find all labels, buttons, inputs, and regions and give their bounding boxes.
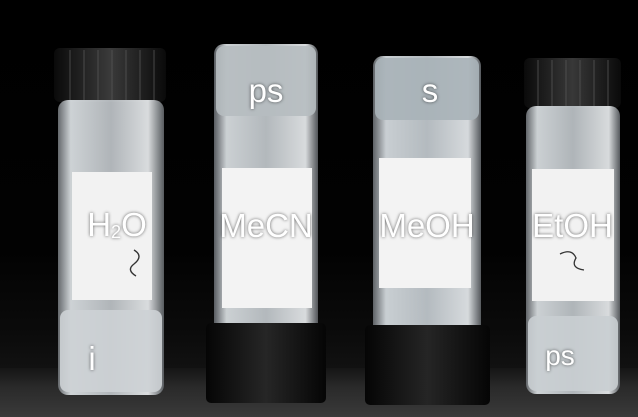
vial-methanol (365, 50, 490, 410)
vial-1-state-label: i (88, 340, 96, 377)
vial-2-state-label: ps (248, 72, 284, 109)
vial-3-state-label: s (421, 72, 439, 109)
vial-4-solvent-label: EtOH (532, 207, 613, 244)
vial-ethanol (520, 54, 625, 399)
vial-1-solvent-main: H (87, 206, 112, 243)
vial-1-solvent-tail: O (121, 206, 147, 243)
vial-water (50, 40, 176, 400)
vial-acetonitrile (206, 38, 326, 408)
vial-1-solvent-subscript: 2 (111, 221, 122, 242)
vial-2-solvent-label: MeCN (219, 207, 313, 244)
vial-4-state-label: ps (545, 340, 575, 371)
vial-3-solvent-label: MeOH (379, 207, 475, 244)
vial-1-solvent-label: H2O (72, 208, 162, 241)
